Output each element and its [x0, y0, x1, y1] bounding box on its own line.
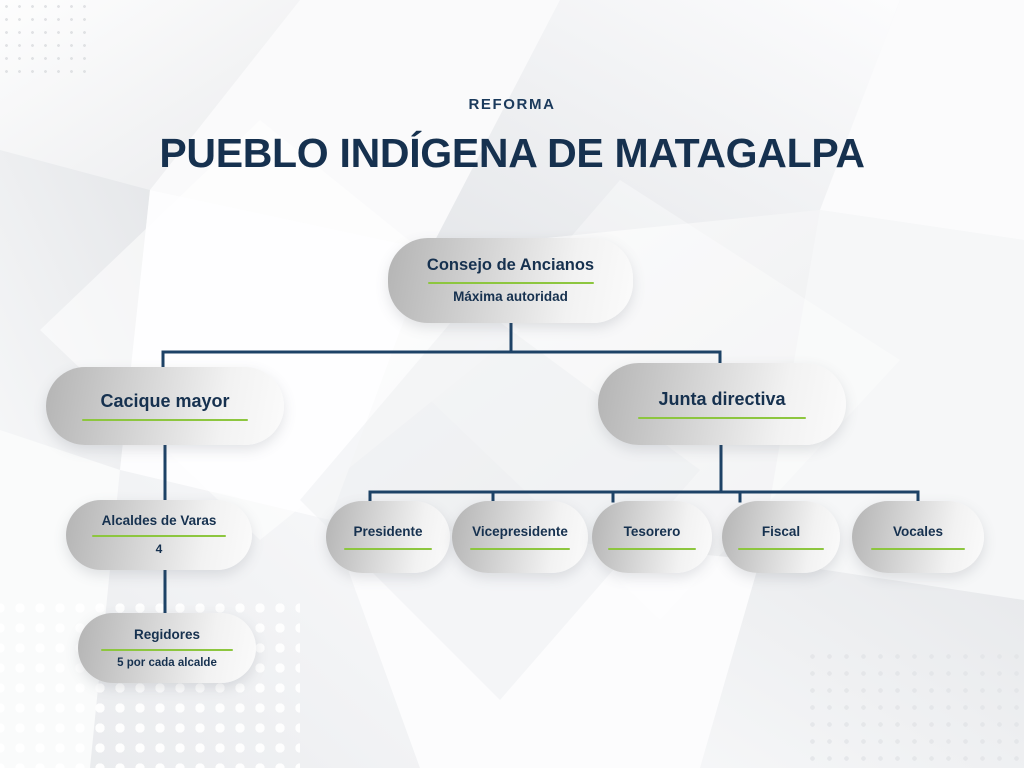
node-vicepresidente[interactable]: Vicepresidente: [452, 501, 588, 573]
node-tesorero[interactable]: Tesorero: [592, 501, 712, 573]
node-fiscal[interactable]: Fiscal: [722, 501, 840, 573]
node-title: Fiscal: [761, 524, 801, 540]
node-junta-directiva[interactable]: Junta directiva: [598, 363, 846, 445]
node-accent-rule: [470, 547, 570, 550]
node-accent-rule: [427, 281, 594, 284]
node-regidores[interactable]: Regidores 5 por cada alcalde: [78, 613, 256, 683]
node-title: Consejo de Ancianos: [426, 256, 595, 275]
node-subtitle: 5 por cada alcalde: [117, 656, 217, 669]
kicker-text: REFORMA: [468, 96, 556, 113]
node-title: Vicepresidente: [472, 524, 568, 540]
node-title: Alcaldes de Varas: [101, 513, 217, 529]
node-accent-rule: [344, 547, 432, 550]
node-accent-rule: [101, 648, 233, 651]
node-accent-rule: [82, 418, 248, 421]
node-vocales[interactable]: Vocales: [852, 501, 984, 573]
node-subtitle: 4: [155, 542, 163, 557]
node-accent-rule: [638, 416, 806, 419]
node-consejo-de-ancianos[interactable]: Consejo de Ancianos Máxima autoridad: [388, 238, 633, 323]
node-title: Junta directiva: [658, 389, 786, 410]
node-title: Regidores: [133, 626, 201, 642]
node-title: Presidente: [353, 524, 423, 540]
node-presidente[interactable]: Presidente: [326, 501, 450, 573]
page-title: PUEBLO INDÍGENA DE MATAGALPA: [159, 130, 865, 176]
node-subtitle: Máxima autoridad: [453, 288, 568, 304]
node-cacique-mayor[interactable]: Cacique mayor: [46, 367, 284, 445]
node-accent-rule: [738, 547, 824, 550]
node-title: Tesorero: [623, 524, 681, 540]
node-title: Cacique mayor: [100, 391, 230, 412]
node-title: Vocales: [892, 524, 944, 540]
node-accent-rule: [608, 547, 696, 550]
node-accent-rule: [871, 547, 965, 550]
node-alcaldes-de-varas[interactable]: Alcaldes de Varas 4: [66, 500, 252, 570]
header-block: REFORMA PUEBLO INDÍGENA DE MATAGALPA: [0, 96, 1024, 177]
node-accent-rule: [92, 535, 226, 538]
